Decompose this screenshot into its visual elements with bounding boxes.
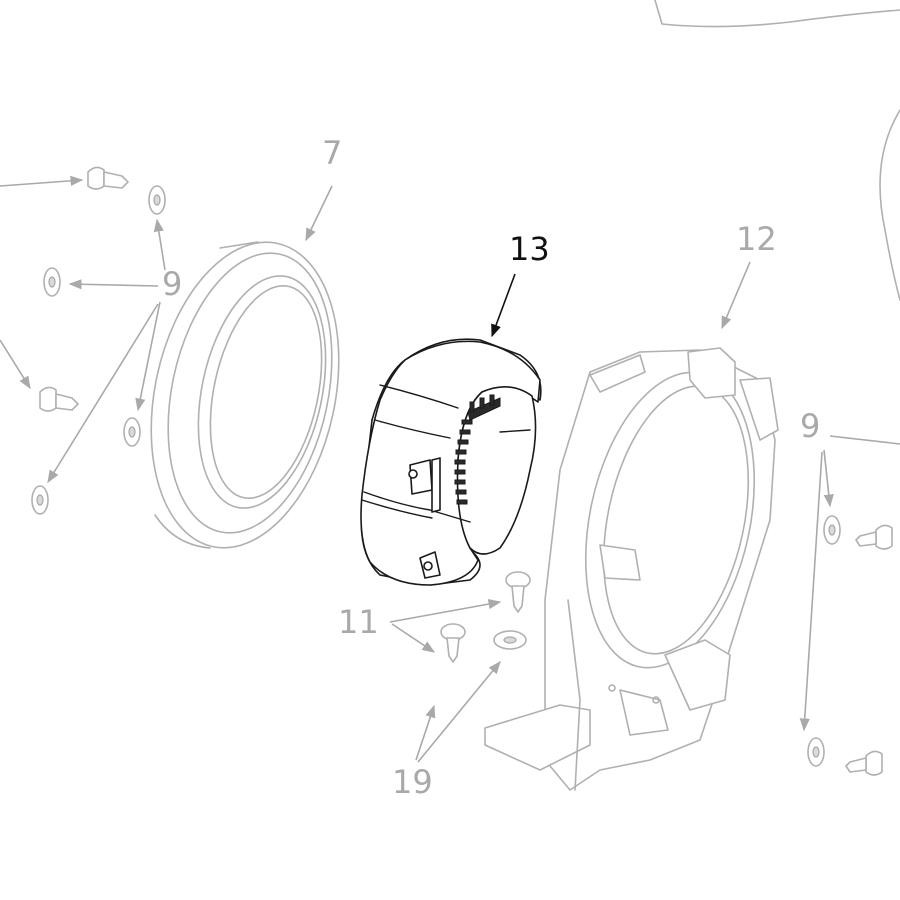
washer-right-1 — [823, 515, 841, 545]
washer-right-2 — [807, 737, 825, 767]
part-13-split-gear-collar — [360, 338, 542, 586]
washer-left-2 — [43, 267, 61, 297]
screw-left-top — [87, 166, 129, 190]
callout-part-12: 12 — [736, 220, 777, 258]
callout-part-19: 19 — [392, 763, 433, 801]
screw-right-bottom — [845, 750, 883, 776]
part-12-mounting-bracket — [484, 347, 779, 791]
callout-part-11: 11 — [338, 603, 379, 641]
callout-part-9-right: 9 — [800, 407, 820, 445]
washer-left-3 — [123, 417, 141, 447]
callout-part-13: 13 — [509, 230, 550, 268]
screw-right-top — [855, 524, 893, 550]
screw-part-11-upper — [505, 571, 531, 613]
part-7-seal-ring — [150, 241, 340, 549]
washer-part-19 — [493, 630, 527, 650]
washer-left-1 — [148, 185, 166, 215]
washer-left-4 — [31, 485, 49, 515]
callout-part-9-left: 9 — [162, 265, 182, 303]
screw-part-11-lower — [440, 623, 466, 663]
gear-teeth — [454, 394, 495, 505]
background-housing-fragment — [654, 0, 900, 301]
leader-lines — [0, 175, 900, 763]
screw-left-bottom — [39, 386, 79, 412]
callout-part-7: 7 — [322, 134, 342, 172]
